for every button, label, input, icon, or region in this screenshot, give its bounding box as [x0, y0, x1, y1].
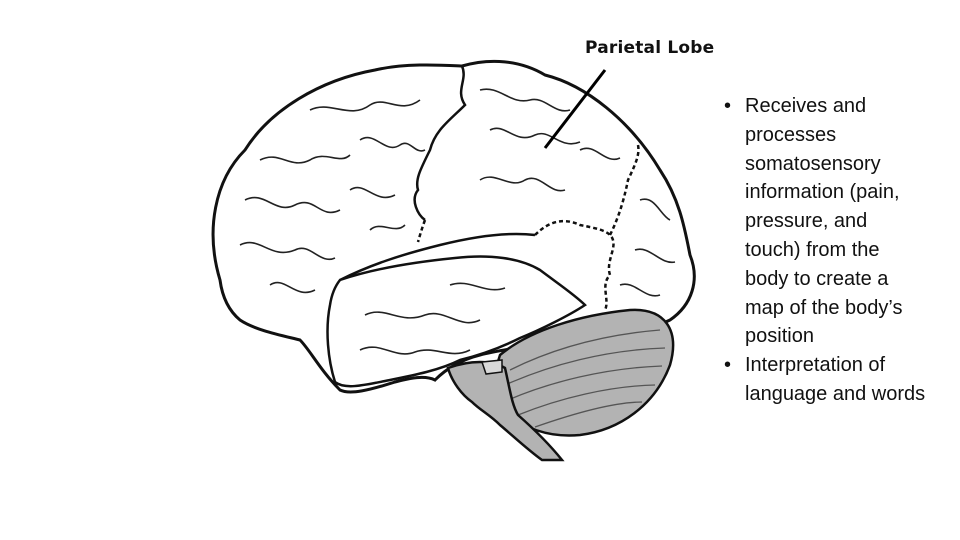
temporal-lobe-outline: [326, 255, 587, 388]
bullet-text: Interpretation of language and words: [745, 354, 926, 405]
midbrain-detail: [480, 359, 503, 375]
bullet-dot: •: [724, 354, 732, 377]
bullet-item: • Receives and processes somatosensory i…: [718, 92, 928, 351]
parieto-occipital-boundary: [534, 219, 615, 311]
bullet-dot: •: [724, 95, 732, 117]
occipital-boundary: [608, 144, 640, 236]
bullet-text: Receives and processes somatosensory inf…: [745, 95, 903, 348]
lateral-sulcus: [339, 232, 536, 282]
central-sulcus: [413, 65, 467, 222]
temporal-dash: [416, 219, 427, 243]
callout-pointer-line: [543, 69, 607, 149]
callout-label: Parietal Lobe: [585, 38, 715, 58]
bullet-item: • Interpretation of language and words: [718, 351, 928, 409]
gyri-texture: [239, 88, 676, 355]
bullet-list: • Receives and processes somatosensory i…: [718, 92, 928, 409]
cerebellum-folia: [504, 329, 666, 428]
brain-illustration: [200, 30, 720, 470]
brainstem: [446, 360, 565, 462]
